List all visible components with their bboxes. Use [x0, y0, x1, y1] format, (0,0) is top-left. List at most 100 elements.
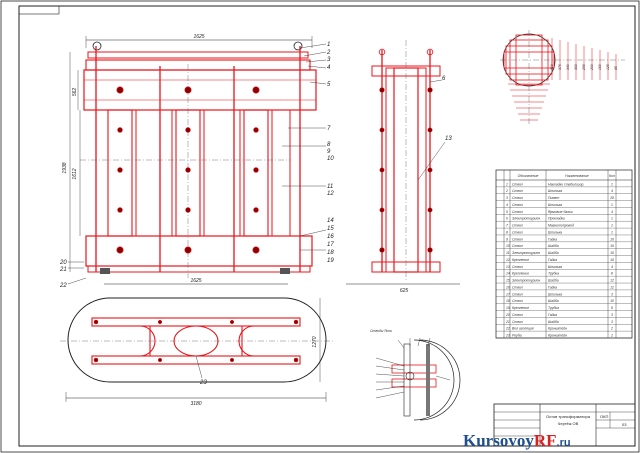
spec-row-index: 10 — [506, 244, 510, 248]
spec-row-index: 9 — [506, 237, 508, 241]
title-block-name: Остов трансформатора — [546, 414, 591, 419]
callout-22: 22 — [59, 283, 67, 289]
core-step-2: 340 — [566, 64, 570, 70]
spec-row-index: 2 — [505, 189, 508, 193]
spec-cell: Ствол — [512, 320, 523, 324]
callout-4: 4 — [327, 65, 331, 71]
spec-cell: 1 — [611, 230, 613, 234]
spec-cell: Кронштейн — [548, 327, 567, 331]
spec-cell: Вол изоляция — [512, 327, 534, 331]
detail-view: Отводы Ясни — [370, 329, 461, 421]
spec-header-qty: Кол — [609, 174, 615, 178]
spec-row-index: 13 — [506, 265, 510, 269]
callout-20: 20 — [59, 260, 67, 266]
spec-cell: 1 — [611, 203, 613, 207]
detail-title: Отводы Ясни — [370, 329, 392, 333]
spec-row-index: 17 — [506, 292, 510, 296]
spec-cell: Ствол — [512, 230, 523, 234]
spec-cell: Шпилька — [548, 292, 562, 296]
spec-row-index: 14 — [506, 272, 510, 276]
spec-cell: 28 — [609, 196, 614, 200]
dim-overall-height: 1938 — [62, 162, 68, 173]
plan-view: 3180 1270 — [60, 297, 334, 407]
callout-13: 13 — [445, 136, 452, 142]
callout-9: 9 — [327, 149, 331, 155]
callout-15: 15 — [327, 226, 334, 232]
spec-header-designation: Обозначение — [518, 174, 539, 178]
spec-cell: Гайка — [548, 237, 557, 241]
spec-row-index: 7 — [506, 224, 508, 228]
core-step-6: 160 — [598, 64, 602, 70]
spec-cell: 3 — [611, 292, 613, 296]
spec-row-index: 5 — [506, 210, 508, 214]
spec-cell: Трубка — [548, 272, 559, 276]
dim-bottom-width: 1625 — [190, 278, 201, 284]
core-step-1: 375 — [558, 64, 562, 70]
watermark-text: KursovoyRF.ru — [463, 431, 571, 450]
spec-cell: Электротоурион — [512, 251, 540, 255]
spec-header-name: Наименование — [565, 174, 589, 178]
spec-row-index: 16 — [506, 285, 510, 289]
core-step-4: 255 — [582, 64, 586, 71]
spec-cell: 2 — [610, 334, 613, 338]
dim-plan-length: 3180 — [190, 401, 201, 407]
watermark-part3: .ru — [557, 437, 571, 449]
spec-row-index: 8 — [506, 230, 508, 234]
title-block: Остов трансформатора Чертёж ОВ ОКП 03 — [493, 403, 636, 447]
spec-cell: 4 — [611, 189, 613, 193]
callout-12: 12 — [327, 191, 334, 197]
spec-row-index: 21 — [505, 320, 510, 324]
spec-row-index: 6 — [506, 217, 508, 221]
spec-row-index: 1 — [506, 182, 508, 186]
spec-row-index: 20 — [505, 313, 510, 317]
spec-row-index: 23 — [505, 334, 510, 338]
dim-top-width: 1625 — [193, 34, 204, 40]
spec-cell: Крепление — [512, 258, 529, 262]
spec-row-index: 12 — [506, 258, 510, 262]
spec-cell: Шайба — [548, 244, 559, 248]
callout-8: 8 — [327, 142, 331, 148]
callout-6: 6 — [442, 76, 446, 82]
core-step-0: 410 — [550, 64, 554, 70]
spec-cell: Ярмовые балки — [547, 210, 573, 214]
callout-11: 11 — [327, 184, 333, 190]
core-step-8: 85 — [614, 66, 618, 70]
callout-5: 5 — [327, 82, 331, 88]
spec-cell: Шпилька — [548, 265, 562, 269]
front-view: 1625 — [62, 34, 327, 285]
callout-3: 3 — [327, 57, 331, 63]
spec-cell: Ствол — [512, 299, 523, 303]
callout-labels: 1 2 3 4 5 6 7 8 9 10 11 12 13 14 15 16 1… — [59, 42, 452, 386]
spec-cell: Накладки стабилизир. — [548, 182, 584, 186]
spec-cell: Ствол — [512, 292, 523, 296]
spec-cell: Ствол — [512, 210, 523, 214]
spec-cell: Шпилька — [548, 203, 562, 207]
spec-cell: Электротоурион — [512, 279, 540, 283]
spec-cell: 16 — [610, 251, 614, 255]
spec-cell: Ствол — [512, 196, 523, 200]
spec-cell: 16 — [610, 258, 614, 262]
watermark-part2: RF — [534, 431, 557, 450]
core-step-5: 200 — [590, 64, 594, 71]
spec-cell: Трубка — [548, 306, 559, 310]
dim-side-width: 625 — [400, 288, 409, 294]
spec-cell: Ствол — [512, 182, 523, 186]
spec-cell: 3 — [611, 313, 613, 317]
callout-16: 16 — [327, 234, 334, 240]
corner-stamp — [18, 5, 60, 15]
spec-cell: 3 — [611, 320, 613, 324]
spec-cell: Крепление — [512, 306, 529, 310]
spec-cell: Шайба — [548, 251, 559, 255]
dim-plan-width: 1270 — [312, 336, 318, 347]
spec-cell: 16 — [610, 237, 614, 241]
spec-cell: 10 — [610, 299, 614, 303]
spec-cell: Пимет — [548, 196, 560, 200]
spec-cell: 1 — [611, 182, 613, 186]
spec-cell: Электротоурион — [512, 217, 540, 221]
spec-row-index: 22 — [505, 327, 510, 331]
watermark: KursovoyRF.ru — [463, 431, 571, 450]
spec-cell: Гайка — [548, 313, 557, 317]
spec-cell: Ствол — [512, 237, 523, 241]
dim-upper-height: 1612 — [72, 168, 78, 179]
